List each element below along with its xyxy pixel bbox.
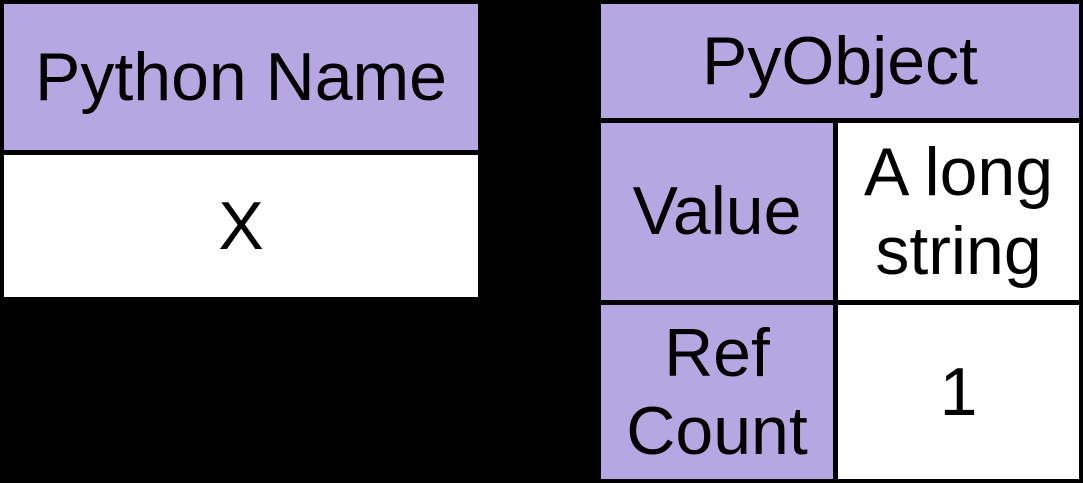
value-label-cell: Value: [601, 123, 833, 300]
pyobject-table: PyObject Value A long string Ref Count 1: [597, 0, 1083, 483]
pyobject-value-row: Value A long string: [601, 123, 1079, 300]
python-name-header: Python Name: [4, 4, 478, 150]
pyobject-refcount-row: Ref Count 1: [601, 305, 1079, 479]
pyobject-header: PyObject: [601, 4, 1079, 118]
refcount-label-cell: Ref Count: [601, 305, 833, 479]
python-name-value-cell: X: [4, 155, 478, 297]
python-name-table: Python Name X: [0, 0, 482, 301]
value-data-cell: A long string: [838, 123, 1079, 300]
refcount-data-cell: 1: [838, 305, 1079, 479]
